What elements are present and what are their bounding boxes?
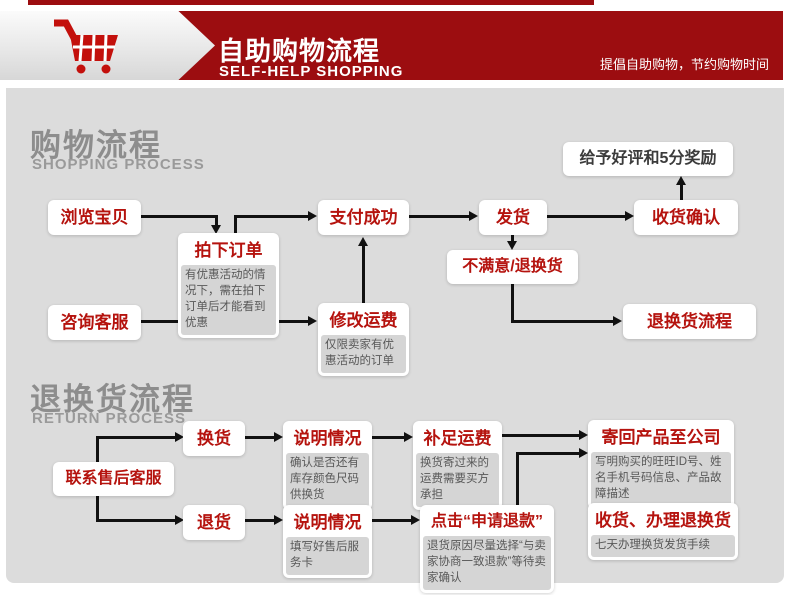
flow-node-label: 修改运费 xyxy=(329,311,398,330)
flow-node-label: 换货 xyxy=(197,429,231,448)
flow-node-returngoods: 退货 xyxy=(183,505,245,541)
section-subtitle-shopping: SHOPPING PROCESS xyxy=(32,156,205,173)
flow-node-label: 咨询客服 xyxy=(60,313,129,332)
flow-arrowhead-icon xyxy=(411,515,420,525)
flow-connector-line xyxy=(511,282,514,323)
flow-arrowhead-icon xyxy=(579,430,588,440)
flow-node-ship: 发货 xyxy=(479,200,547,236)
header-title: 自助购物流程 xyxy=(218,36,381,66)
header-subtitle: SELF-HELP SHOPPING xyxy=(219,63,404,80)
flow-node-label: 收货确认 xyxy=(652,208,720,227)
flow-arrowhead-icon xyxy=(613,316,622,326)
header-banner: 自助购物流程 SELF-HELP SHOPPING 提倡自助购物，节约购物时间 xyxy=(0,11,783,80)
flow-connector-line xyxy=(245,436,275,439)
flow-node-explain2: 说明情况填写好售后服务卡 xyxy=(283,505,372,578)
flow-node-label: 寄回产品至公司 xyxy=(601,428,721,447)
flow-arrowhead-icon xyxy=(469,211,478,221)
flow-node-receive: 收货、办理退换货七天办理换货发货手续 xyxy=(588,503,738,561)
flow-connector-line xyxy=(409,215,469,218)
flow-node-explain1: 说明情况确认是否还有库存颜色尺码供换货 xyxy=(283,421,372,510)
flow-node-returnflow: 退换货流程 xyxy=(623,304,756,340)
flow-connector-line xyxy=(245,519,275,522)
flow-connector-line xyxy=(96,495,99,522)
flow-node-label: 点击“申请退款” xyxy=(430,513,543,530)
flow-arrowhead-icon xyxy=(274,515,283,525)
flow-arrowhead-icon xyxy=(676,176,686,185)
top-accent-strip xyxy=(28,0,594,5)
flow-connector-line xyxy=(680,185,683,200)
flow-node-topup: 补足运费换货寄过来的运费需要买方承担 xyxy=(413,421,502,510)
flow-node-shipfee: 修改运费仅限卖家有优惠活动的订单 xyxy=(318,303,409,376)
flow-node-refund: 点击“申请退款” 退货原因尽量选择“与卖家协商一致退款”等待卖家确认 xyxy=(420,505,554,593)
flow-node-note: 七天办理换货发货手续 xyxy=(591,535,735,558)
flow-connector-line xyxy=(516,452,519,505)
flow-connector-line xyxy=(511,233,514,242)
flow-node-label: 退货 xyxy=(197,513,231,532)
flow-connector-line xyxy=(96,436,176,439)
flow-node-label: 支付成功 xyxy=(329,208,398,227)
section-title-shopping: 购物流程 xyxy=(30,128,162,163)
flow-node-label: 浏览宝贝 xyxy=(60,208,129,227)
flow-connector-line xyxy=(547,215,625,218)
flow-node-label: 说明情况 xyxy=(293,429,362,448)
header-banner-left-arrow xyxy=(0,11,215,80)
flow-node-note: 有优惠活动的情况下，需在拍下订单后才能看到优惠 xyxy=(181,265,276,335)
flow-node-praise: 给予好评和5分奖励 xyxy=(563,142,733,176)
flow-node-sendback: 寄回产品至公司写明购买的旺旺ID号、姓名手机号码信息、产品故障描述 xyxy=(588,420,734,509)
flow-node-note: 换货寄过来的运费需要买方承担 xyxy=(416,453,499,507)
flow-node-pay: 支付成功 xyxy=(318,200,409,236)
flow-arrowhead-icon xyxy=(308,316,317,326)
flow-node-note: 确认是否还有库存颜色尺码供换货 xyxy=(286,453,369,507)
flow-connector-line xyxy=(372,519,412,522)
flow-arrowhead-icon xyxy=(175,432,184,442)
flow-node-contact: 联系售后客服 xyxy=(53,462,174,496)
flow-node-label: 拍下订单 xyxy=(194,241,263,260)
flow-arrowhead-icon xyxy=(358,237,368,246)
shopping-cart-icon xyxy=(54,19,118,74)
flow-node-note: 仅限卖家有优惠活动的订单 xyxy=(321,335,406,373)
flow-node-label: 退换货流程 xyxy=(647,312,732,331)
flow-connector-line xyxy=(362,246,365,303)
flow-connector-line xyxy=(502,434,580,437)
flow-arrowhead-icon xyxy=(211,225,221,234)
flow-node-unsat: 不满意/退换货 xyxy=(447,250,578,284)
flow-connector-line xyxy=(141,215,218,218)
flow-node-browse: 浏览宝贝 xyxy=(48,200,141,236)
flow-node-note: 填写好售后服务卡 xyxy=(286,537,369,575)
flow-node-consult: 咨询客服 xyxy=(48,305,141,341)
flow-node-confirm: 收货确认 xyxy=(634,200,738,236)
section-title-return: 退换货流程 xyxy=(30,382,195,417)
flow-connector-line xyxy=(96,436,99,463)
flow-arrowhead-icon xyxy=(404,432,413,442)
flow-connector-line xyxy=(372,436,405,439)
flow-node-label: 不满意/退换货 xyxy=(462,258,563,275)
flow-node-label: 给予好评和5分奖励 xyxy=(579,150,717,167)
flow-connector-line xyxy=(511,320,613,323)
section-subtitle-return: RETURN PROCESS xyxy=(32,410,187,427)
flow-node-note: 退货原因尽量选择“与卖家协商一致退款”等待卖家确认 xyxy=(423,536,551,590)
flow-connector-line xyxy=(96,519,176,522)
flow-connector-line xyxy=(215,215,218,227)
flow-node-exchange: 换货 xyxy=(183,421,245,457)
flow-node-label: 补足运费 xyxy=(423,429,492,448)
flow-arrowhead-icon xyxy=(274,432,283,442)
flow-node-label: 说明情况 xyxy=(293,513,362,532)
flow-node-label: 联系售后客服 xyxy=(65,470,162,487)
flow-node-label: 收货、办理退换货 xyxy=(595,511,731,530)
header-tagline: 提倡自助购物，节约购物时间 xyxy=(599,57,769,72)
flow-node-label: 发货 xyxy=(496,208,530,227)
flow-arrowhead-icon xyxy=(308,211,317,221)
flow-node-note: 写明购买的旺旺ID号、姓名手机号码信息、产品故障描述 xyxy=(591,452,731,506)
flow-connector-line xyxy=(234,215,310,218)
flow-arrowhead-icon xyxy=(175,515,184,525)
flow-arrowhead-icon xyxy=(625,211,634,221)
flow-connector-line xyxy=(516,452,580,455)
flow-arrowhead-icon xyxy=(579,448,588,458)
flow-arrowhead-icon xyxy=(507,241,517,250)
flow-node-order: 拍下订单有优惠活动的情况下，需在拍下订单后才能看到优惠 xyxy=(178,233,279,338)
